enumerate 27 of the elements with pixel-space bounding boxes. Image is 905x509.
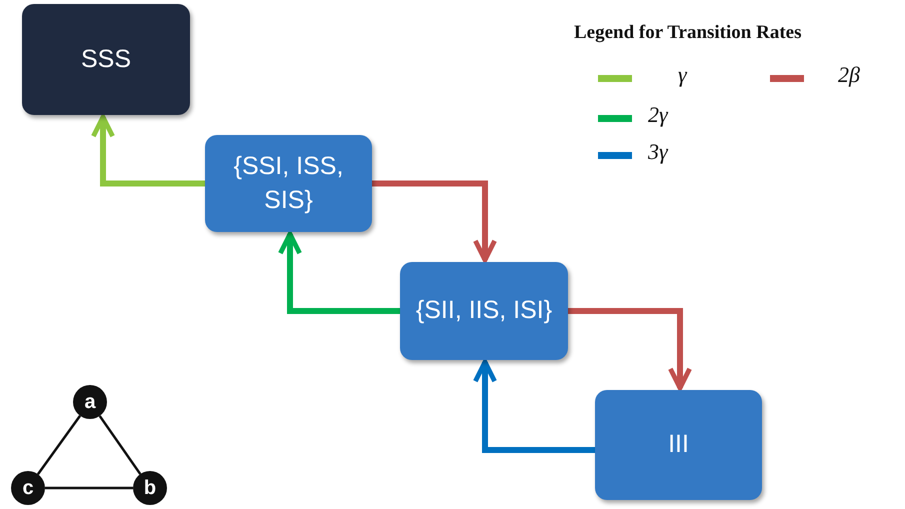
arrow bbox=[372, 180, 497, 262]
vertex-label: c bbox=[22, 476, 34, 500]
legend-label: 2β bbox=[838, 62, 860, 88]
arrow bbox=[278, 232, 400, 314]
legend-title: Legend for Transition Rates bbox=[574, 22, 802, 44]
vertex-label: b bbox=[144, 476, 156, 500]
graph-vertex bbox=[11, 471, 45, 505]
state-label: III bbox=[668, 429, 689, 460]
state-label: SSS bbox=[80, 44, 132, 75]
graph-edge bbox=[98, 415, 142, 475]
state-box bbox=[400, 262, 568, 360]
arrow bbox=[568, 308, 692, 390]
graph-edge bbox=[45, 486, 133, 490]
arrow bbox=[473, 360, 595, 453]
state-box bbox=[22, 4, 190, 115]
state-box bbox=[595, 390, 762, 500]
state-box bbox=[205, 135, 372, 232]
arrow bbox=[91, 114, 205, 186]
legend-label: 3γ bbox=[648, 139, 668, 165]
legend-label: 2γ bbox=[648, 102, 668, 128]
vertex-label: a bbox=[84, 390, 96, 414]
legend-label: γ bbox=[678, 62, 687, 88]
graph-vertex bbox=[73, 385, 107, 419]
state-label: {SII, IIS, ISI} bbox=[416, 295, 552, 326]
graph-vertex bbox=[133, 471, 167, 505]
state-label: {SSI, ISS, SIS} bbox=[232, 150, 344, 216]
graph-edge bbox=[36, 415, 82, 475]
